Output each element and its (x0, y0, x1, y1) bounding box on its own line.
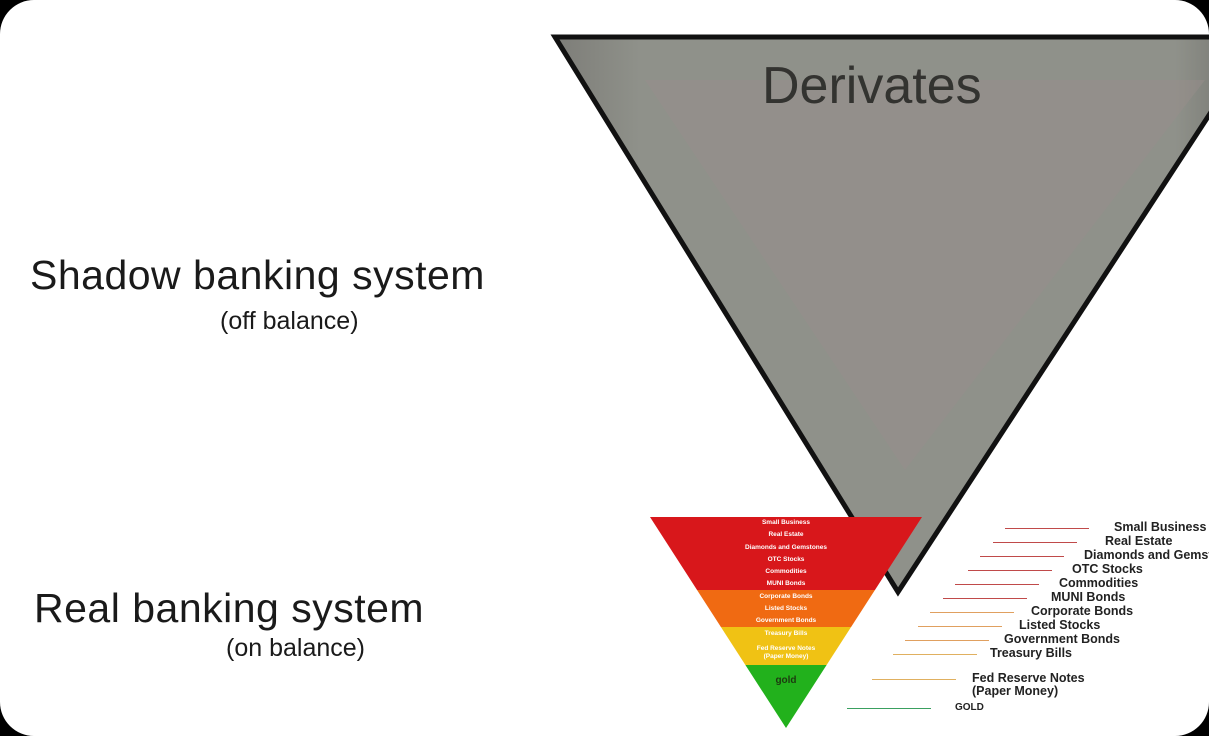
real-banking-subtitle: (on balance) (226, 634, 365, 662)
legend-label-text: OTC Stocks (1072, 562, 1143, 576)
legend-label: Corporate Bonds (1031, 605, 1133, 618)
legend-label-text: (Paper Money) (972, 684, 1059, 698)
legend-label: Treasury Bills (990, 647, 1072, 660)
pyramid-label-text: OTC Stocks (767, 556, 805, 563)
pyramid-label-text: Diamonds and Gemstones (745, 543, 827, 551)
legend-line (847, 708, 931, 709)
pyramid-band (720, 627, 852, 640)
pyramid-label: Fed Reserve Notes(Paper Money) (650, 645, 922, 661)
legend-line (967, 570, 1052, 571)
legend-label: Small Business (1114, 521, 1206, 534)
pyramid-label: gold (650, 675, 922, 686)
shadow-banking-subtitle: (off balance) (220, 307, 359, 335)
legend-label-text: Fed Reserve Notes (972, 671, 1085, 685)
legend-label-text: Commodities (1059, 576, 1139, 590)
pyramid-band (650, 517, 922, 529)
pyramid-band (689, 578, 883, 590)
legend-label: Government Bonds (1004, 633, 1120, 646)
legend-line (892, 654, 977, 655)
pyramid-label-text: Government Bonds (755, 617, 817, 624)
legend-label: OTC Stocks (1072, 563, 1143, 576)
derivatives-inner-ghost (645, 80, 1205, 470)
pyramid-label-text: Commodities (765, 568, 807, 575)
pyramid-label-text: (Paper Money) (763, 653, 809, 660)
legend-line (872, 679, 956, 680)
legend-label-text: GOLD (955, 702, 984, 713)
pyramid-label: Commodities (650, 568, 922, 576)
pyramid-label: Government Bonds (650, 617, 922, 625)
shadow-banking-title: Shadow banking system (30, 252, 485, 298)
legend-label: MUNI Bonds (1051, 591, 1125, 604)
legend-label-text: Listed Stocks (1019, 618, 1101, 632)
legend-line (980, 556, 1064, 557)
pyramid-label: Treasury Bills (650, 630, 922, 638)
pyramid-band (681, 566, 891, 578)
legend-line (942, 598, 1027, 599)
real-banking-title: Real banking system (34, 585, 425, 631)
pyramid-band (729, 640, 843, 665)
pyramid-label: Corporate Bonds (650, 593, 922, 601)
pyramid-label-text: Real Estate (768, 531, 804, 538)
legend-label: Diamonds and Gemstones (1084, 549, 1209, 562)
pyramid-label-text: MUNI Bonds (766, 580, 806, 587)
pyramid-band (697, 590, 875, 603)
legend-label-text: Government Bonds (1004, 632, 1120, 646)
derivatives-triangle (550, 34, 1209, 597)
legend-label-text: Treasury Bills (990, 646, 1072, 660)
pyramid-label-text: Small Business (761, 519, 811, 526)
pyramid-label-text: Listed Stocks (764, 605, 808, 612)
derivatives-title: Derivates (762, 57, 982, 115)
pyramid-band (665, 541, 907, 554)
legend-line (930, 612, 1014, 613)
legend-label-text: Corporate Bonds (1031, 604, 1134, 618)
legend-line (1005, 528, 1089, 529)
legend-label-text: Diamonds and Gemstones (1084, 548, 1209, 562)
legend-line (917, 626, 1002, 627)
legend-label: Commodities (1059, 577, 1138, 590)
pyramid-band (705, 603, 867, 615)
pyramid-label-text: Corporate Bonds (759, 592, 813, 600)
legend-label-text: Small Business (1114, 520, 1207, 534)
pyramid-band (657, 529, 915, 541)
pyramid-label: Real Estate (650, 531, 922, 539)
legend-line (905, 640, 989, 641)
legend-label: Fed Reserve Notes(Paper Money) (972, 672, 1085, 698)
pyramid-label: Listed Stocks (650, 605, 922, 613)
pyramid-label: Small Business (650, 519, 922, 527)
pyramid-label-text: Fed Reserve Notes (756, 645, 816, 652)
pyramid-label-text: gold (775, 675, 797, 686)
legend-label-text: Real Estate (1105, 534, 1173, 548)
pyramid-label: MUNI Bonds (650, 580, 922, 588)
legend-line (992, 542, 1077, 543)
legend-line (955, 584, 1039, 585)
legend-label: GOLD (955, 701, 984, 714)
legend-label: Real Estate (1105, 535, 1172, 548)
pyramid-band (745, 665, 827, 728)
pyramid-band (713, 615, 859, 627)
pyramid-band (673, 554, 899, 566)
pyramid (650, 517, 922, 728)
legend-label-text: MUNI Bonds (1051, 590, 1126, 604)
pyramid-label: OTC Stocks (650, 556, 922, 564)
legend-label: Listed Stocks (1019, 619, 1100, 632)
pyramid-label-text: Treasury Bills (764, 629, 808, 637)
pyramid-label: Diamonds and Gemstones (650, 544, 922, 552)
